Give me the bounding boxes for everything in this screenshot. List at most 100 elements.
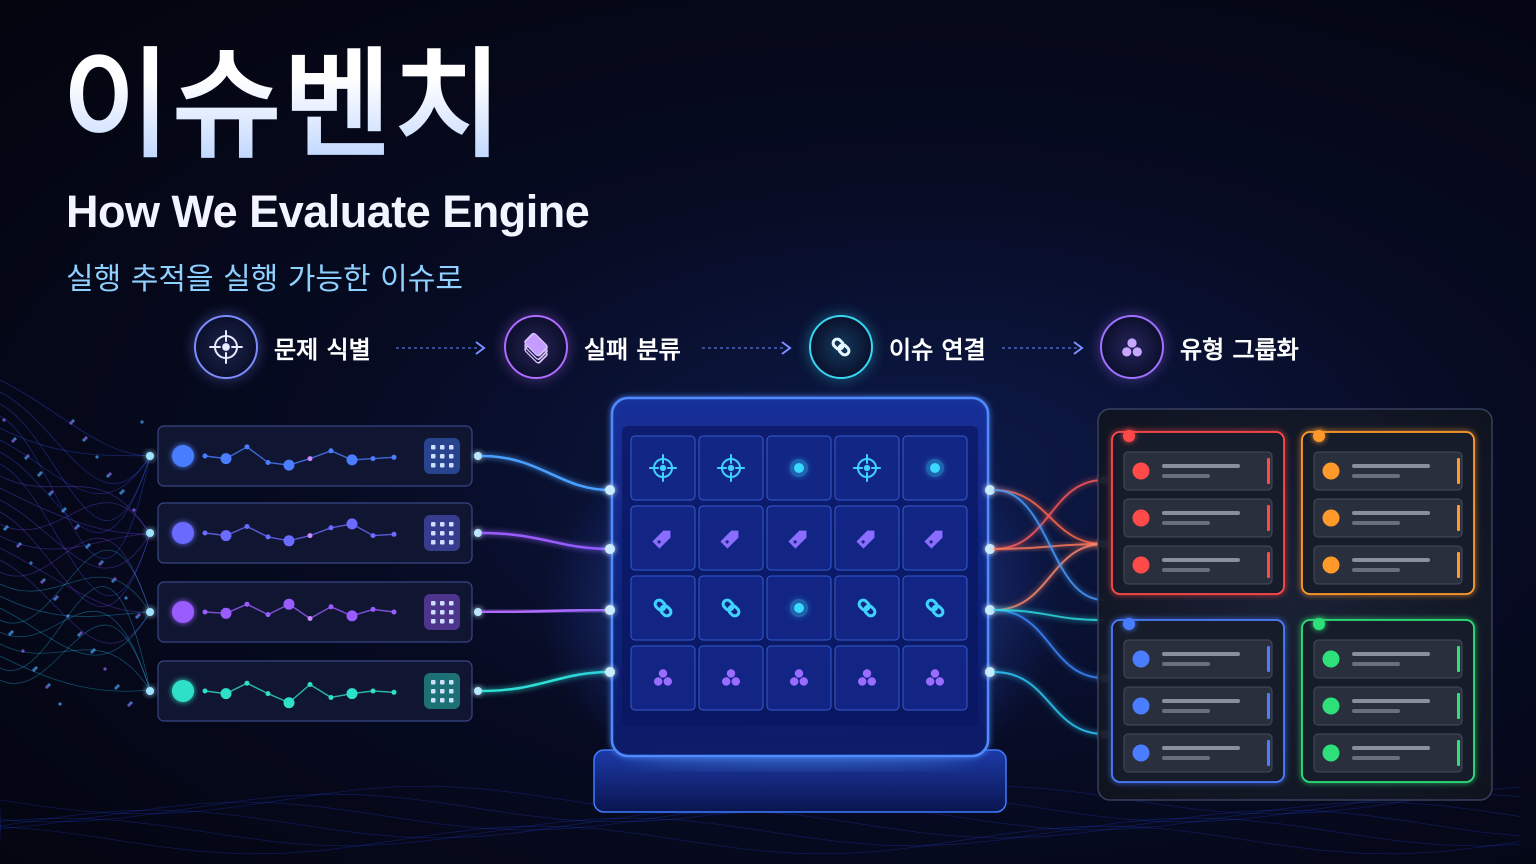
- particle: [127, 703, 131, 707]
- trace-point: [220, 688, 232, 700]
- wave-line: [0, 475, 151, 535]
- particle: [76, 524, 80, 528]
- trace-point: [283, 697, 295, 709]
- particle: [103, 667, 107, 671]
- trace-point: [220, 453, 232, 465]
- crosshair-icon: [852, 453, 882, 483]
- output-port: [474, 452, 482, 460]
- issue-title-placeholder: [1162, 464, 1240, 468]
- particle: [90, 650, 94, 654]
- floor-wave: [0, 809, 1521, 839]
- tag-icon: [924, 530, 943, 549]
- wave-line: [0, 537, 151, 613]
- trace-panel-frame: [157, 581, 473, 643]
- issue-meta-placeholder: [1162, 662, 1210, 666]
- step-label: 이슈 연결: [889, 335, 986, 364]
- tag-icon: [720, 530, 739, 549]
- link-icon: [925, 598, 945, 618]
- trace-line: [204, 523, 395, 542]
- issue-severity-bar: [1457, 505, 1460, 531]
- output-port: [474, 529, 482, 537]
- wave-line: [0, 502, 151, 535]
- issue-item-frame: [1123, 451, 1273, 491]
- tag-icon: [788, 530, 807, 549]
- issue-item-frame: [1313, 639, 1463, 679]
- particle: [137, 613, 141, 617]
- issue-item-frame: [1123, 639, 1273, 679]
- trace-start-node: [172, 445, 194, 467]
- particle: [48, 492, 52, 496]
- particle: [53, 597, 57, 601]
- trace-line: [204, 603, 395, 620]
- engine-cell: [834, 505, 900, 571]
- page-subtitle: How We Evaluate Engine: [66, 186, 590, 237]
- trace-point: [244, 601, 250, 607]
- trace-point: [346, 610, 358, 622]
- engine-cell: [630, 645, 696, 711]
- issue-status-dot: [1322, 509, 1340, 527]
- engine-cell: [902, 505, 968, 571]
- step-arrows: [396, 341, 1084, 355]
- wave-line: [0, 499, 151, 569]
- trace-point: [202, 688, 208, 694]
- output-port: [474, 608, 482, 616]
- trace-point: [265, 534, 271, 540]
- issue-item-frame: [1123, 545, 1273, 585]
- trace-point: [346, 688, 358, 700]
- background-waves: [0, 379, 1521, 855]
- issue-item-frame: [1313, 498, 1463, 538]
- trace-panels: [146, 425, 611, 722]
- issue-title-placeholder: [1352, 464, 1430, 468]
- wave-line: [0, 379, 151, 457]
- particle: [18, 542, 22, 546]
- engine-output-port: [985, 667, 995, 677]
- particle: [42, 578, 46, 582]
- particle: [106, 474, 110, 478]
- issue-title-placeholder: [1352, 652, 1430, 656]
- trace-point: [328, 604, 334, 610]
- particle: [26, 454, 30, 458]
- issue-title-placeholder: [1352, 558, 1430, 562]
- trace-point: [265, 460, 271, 465]
- engine-to-group-link: [993, 609, 1105, 679]
- engine-cell-frame: [902, 645, 968, 711]
- evaluation-engine: [540, 396, 1060, 813]
- step-label: 유형 그룹화: [1180, 335, 1299, 364]
- engine-cell: [630, 575, 696, 641]
- trace-point: [202, 609, 208, 615]
- step-arrow: [1002, 341, 1084, 355]
- trace-point: [328, 695, 334, 700]
- input-port: [146, 452, 154, 460]
- engine-cell-frame: [630, 645, 696, 711]
- particle: [61, 509, 65, 513]
- trace-point: [346, 454, 358, 466]
- link-icon: [857, 598, 877, 618]
- issue-meta-placeholder: [1162, 521, 1210, 525]
- cluster-icon: [654, 669, 672, 686]
- issue-item: [1123, 545, 1273, 585]
- issue-status-dot: [1132, 650, 1150, 668]
- issue-item-frame: [1313, 686, 1463, 726]
- grid-icon: [424, 438, 460, 474]
- particle: [55, 595, 59, 599]
- issue-meta-placeholder: [1162, 709, 1210, 713]
- engine-cell: [698, 575, 764, 641]
- trace-point: [202, 453, 208, 459]
- trace-point: [307, 682, 313, 687]
- particle: [47, 683, 51, 687]
- trace-line: [204, 446, 395, 466]
- issue-item-frame: [1123, 686, 1273, 726]
- trace-panel-frame: [157, 660, 473, 722]
- issue-meta-placeholder: [1352, 474, 1400, 478]
- trace-point: [202, 530, 208, 536]
- particle: [82, 438, 86, 442]
- link-icon: [721, 598, 741, 618]
- cluster-icon: [926, 669, 944, 686]
- issue-item: [1313, 686, 1463, 726]
- grid-icon: [424, 673, 460, 709]
- trace-panel: [146, 425, 482, 487]
- particle: [95, 455, 99, 459]
- issue-severity-bar: [1457, 552, 1460, 578]
- particle: [24, 456, 28, 460]
